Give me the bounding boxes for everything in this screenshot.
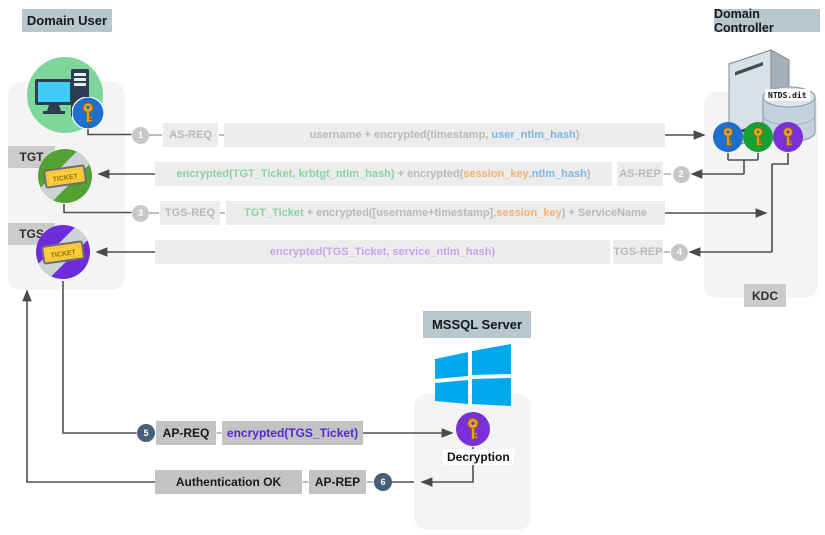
step-circle-1: 1 — [132, 126, 149, 144]
tgs-ticket-icon: TICKET — [36, 225, 90, 279]
as-rep-label: AS-REP — [617, 162, 663, 186]
domain-user-header: Domain User — [22, 9, 112, 32]
ap-req-message: encrypted(TGS_Ticket) — [222, 421, 363, 445]
step-4-number: 4 — [676, 247, 682, 257]
step-circle-5: 5 — [137, 424, 155, 442]
service-key-icon — [773, 122, 803, 152]
message-segment: TGT_Ticket — [243, 207, 304, 219]
tgs-req-text: TGS-REQ — [164, 207, 216, 219]
message-segment: encrypted(TGS_Ticket, service_ntlm_hash) — [269, 246, 496, 258]
message-segment: encrypted(TGT_Ticket, krbtgt_ntlm_hash) — [176, 168, 395, 180]
mssql-server-header: MSSQL Server — [423, 311, 531, 338]
message-segment: + encrypted( — [394, 168, 464, 180]
message-segment: session_key — [463, 168, 529, 180]
step-6-number: 6 — [380, 477, 386, 487]
tgt-ticket-text: TICKET — [52, 173, 79, 184]
kdc-tag-label: KDC — [752, 288, 778, 303]
domain-controller-header-label: Domain Controller — [714, 6, 774, 35]
krbtgt-key-icon — [743, 122, 773, 152]
tgs-req-label: TGS-REQ — [160, 201, 220, 225]
mssql-decryption-key-icon — [456, 412, 490, 446]
decryption-label: Decryption — [443, 449, 514, 465]
step-circle-6: 6 — [374, 473, 392, 491]
ap-rep-text: AP-REP — [314, 475, 361, 489]
user-computer-icon — [27, 57, 103, 133]
tgt-tag-label: TGT — [19, 150, 44, 164]
tgs-req-message: TGT_Ticket + encrypted([username+timesta… — [226, 201, 665, 225]
message-segment: encrypted(TGS_Ticket) — [226, 426, 359, 440]
as-req-message: username + encrypted(timestamp, user_ntl… — [224, 123, 665, 147]
ap-req-label: AP-REQ — [156, 421, 216, 445]
step-3-number: 3 — [137, 208, 143, 218]
step-circle-4: 4 — [671, 243, 688, 261]
tgs-ticket-text: TICKET — [50, 249, 77, 260]
arrow-authok-to-user — [22, 289, 155, 483]
kdc-tag: KDC — [744, 284, 786, 307]
windows-logo-icon — [435, 344, 511, 406]
user-key-icon — [72, 97, 104, 129]
authentication-ok-box: Authentication OK — [155, 470, 302, 494]
step-2-number: 2 — [678, 169, 684, 179]
mssql-server-header-label: MSSQL Server — [431, 317, 523, 332]
domain-user-header-label: Domain User — [26, 13, 108, 28]
message-segment: user_ntlm_hash — [491, 129, 576, 141]
as-rep-text: AS-REP — [619, 168, 661, 180]
step-5-number: 5 — [143, 428, 149, 438]
message-segment: ) — [575, 129, 580, 141]
as-rep-message: encrypted(TGT_Ticket, krbtgt_ntlm_hash) … — [155, 162, 612, 186]
step-circle-2: 2 — [672, 165, 690, 183]
message-segment: ntlm_hash — [531, 168, 587, 180]
tgs-rep-label: TGS-REP — [613, 240, 663, 264]
message-segment: ) — [586, 168, 591, 180]
ntds-dit-text: NTDS.dit — [768, 90, 807, 100]
message-segment: ) + ServiceName — [561, 207, 648, 219]
tgs-rep-message: encrypted(TGS_Ticket, service_ntlm_hash) — [155, 240, 610, 264]
message-segment: + encrypted([username+timestamp], — [303, 207, 497, 219]
message-segment: session_key — [496, 207, 562, 219]
tgs-tag-label: TGS — [19, 227, 44, 241]
ntds-dit-label: NTDS.dit — [765, 89, 810, 101]
tgt-ticket-icon: TICKET — [38, 149, 92, 203]
as-req-text: AS-REQ — [169, 129, 212, 141]
authentication-ok-text: Authentication OK — [175, 475, 282, 489]
line-tgs-to-step5 — [62, 281, 137, 434]
tgs-rep-text: TGS-REP — [613, 246, 663, 258]
step-circle-3: 3 — [132, 204, 149, 222]
as-req-label: AS-REQ — [163, 123, 218, 147]
domain-controller-header: Domain Controller — [714, 6, 820, 35]
step-1-number: 1 — [137, 130, 143, 140]
user-ntlm-key-icon — [713, 122, 743, 152]
ap-rep-label: AP-REP — [309, 470, 366, 494]
message-segment: , — [528, 168, 532, 180]
ap-req-text: AP-REQ — [162, 426, 210, 440]
message-segment: username + encrypted(timestamp, — [309, 129, 492, 141]
decryption-text: Decryption — [447, 450, 510, 464]
